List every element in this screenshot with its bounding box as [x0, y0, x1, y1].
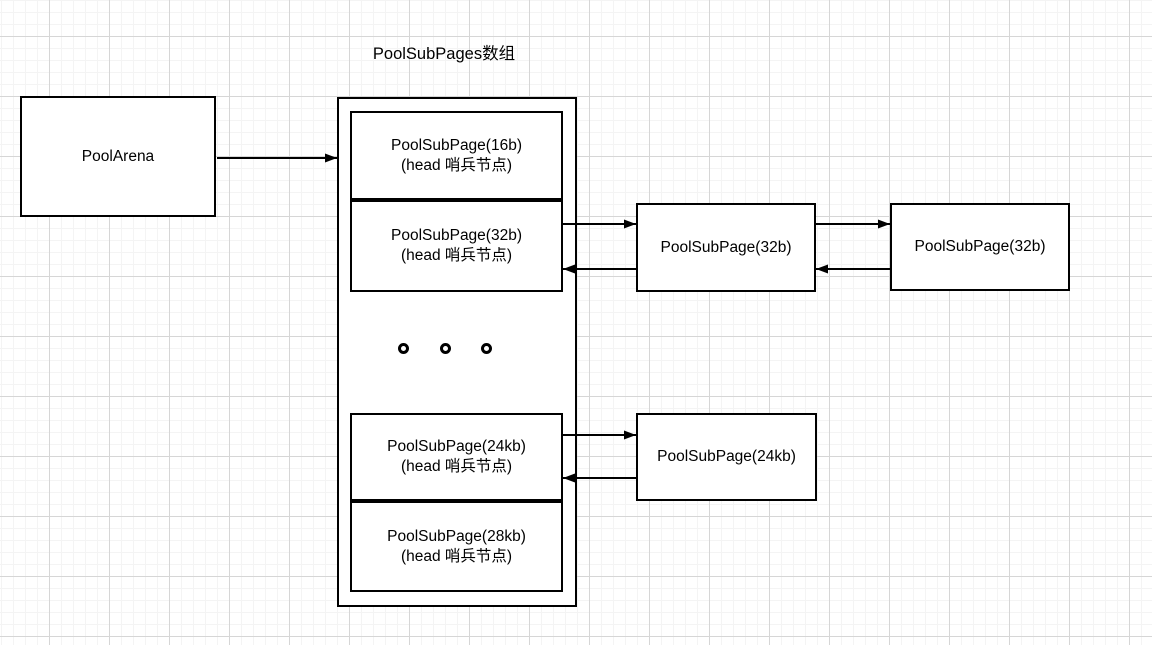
ellipsis-dot-icon — [398, 343, 409, 354]
node-pool-subpage-32b-2[interactable]: PoolSubPage(32b) — [890, 203, 1070, 291]
node-pool-subpage-24kb-1-label: PoolSubPage(24kb) — [657, 448, 796, 465]
slot-28kb-label-line1: PoolSubPage(28kb) — [387, 527, 526, 545]
node-pool-subpage-24kb-1[interactable]: PoolSubPage(24kb) — [636, 413, 817, 501]
array-title: PoolSubPages数组 — [372, 45, 516, 63]
array-slot-16b[interactable]: PoolSubPage(16b) (head 哨兵节点) — [350, 111, 563, 200]
node-pool-subpage-32b-1-label: PoolSubPage(32b) — [660, 238, 792, 256]
slot-24kb-label-line2: (head 哨兵节点) — [400, 458, 513, 475]
slot-16b-label-line1: PoolSubPage(16b) — [391, 136, 522, 154]
slot-24kb-label-line1: PoolSubPage(24kb) — [387, 438, 526, 455]
ellipsis-dots — [398, 343, 492, 354]
node-pool-subpage-32b-2-label: PoolSubPage(32b) — [914, 238, 1046, 255]
array-slot-24kb[interactable]: PoolSubPage(24kb) (head 哨兵节点) — [350, 413, 563, 501]
node-pool-arena-label: PoolArena — [81, 147, 155, 165]
ellipsis-dot-icon — [481, 343, 492, 354]
ellipsis-dot-icon — [439, 343, 451, 354]
slot-32b-label-line1: PoolSubPage(32b) — [391, 227, 522, 244]
array-slot-32b[interactable]: PoolSubPage(32b) (head 哨兵节点) — [350, 200, 563, 292]
slot-16b-label-line2: (head 哨兵节点) — [400, 156, 513, 174]
node-pool-subpage-32b-1[interactable]: PoolSubPage(32b) — [636, 203, 816, 292]
slot-32b-label-line2: (head 哨兵节点) — [400, 247, 513, 264]
slot-28kb-label-line2: (head 哨兵节点) — [400, 547, 513, 565]
array-slot-28kb[interactable]: PoolSubPage(28kb) (head 哨兵节点) — [350, 501, 563, 592]
node-pool-arena[interactable]: PoolArena — [20, 96, 216, 217]
